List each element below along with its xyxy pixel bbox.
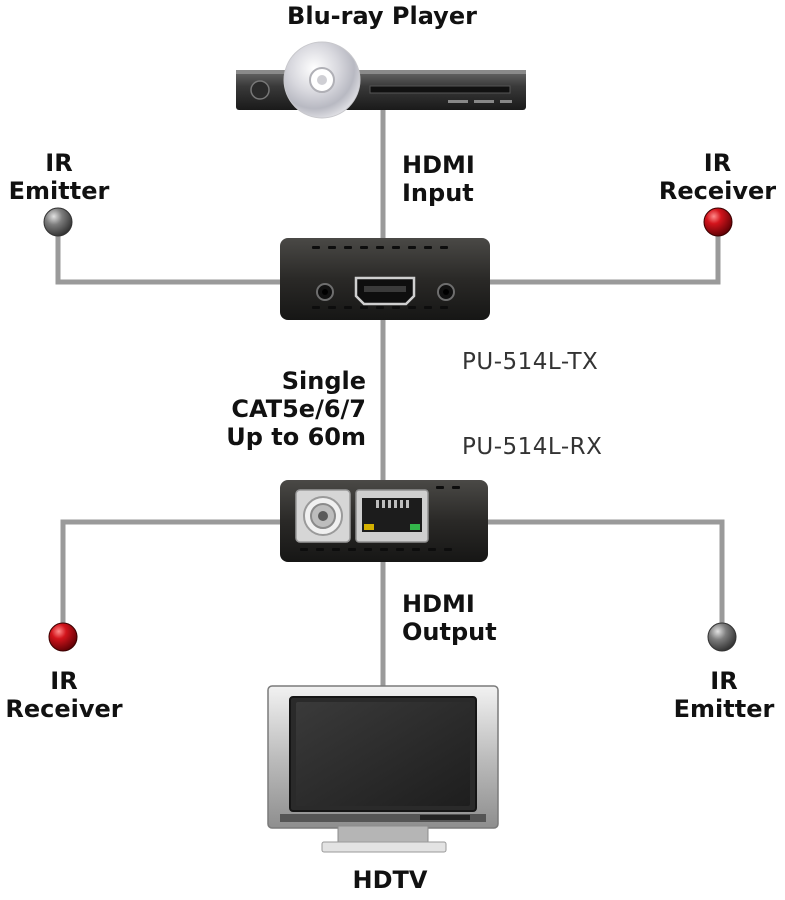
ir-receiver-top-cable	[488, 226, 721, 285]
transmitter-device-icon	[280, 238, 490, 320]
ir-emitter-top-icon	[43, 207, 73, 237]
hdmi-output-label-line1: HDMI	[402, 590, 475, 618]
hdmi-input-label: HDMI Input	[402, 151, 475, 207]
ir-emitter-bottom-label-line1: IR	[710, 667, 738, 695]
ir-receiver-bottom-icon	[48, 622, 78, 652]
ir-emitter-bottom-label-line2: Emitter	[673, 695, 775, 723]
ir-receiver-top-label: IR Receiver	[650, 149, 785, 205]
ir-receiver-bottom-label-line2: Receiver	[5, 695, 123, 723]
ir-emitter-top-label-line2: Emitter	[8, 177, 110, 205]
ir-receiver-top-icon	[703, 207, 733, 237]
hdmi-input-label-line2: Input	[402, 179, 474, 207]
ir-emitter-top-label-line1: IR	[45, 149, 73, 177]
ir-receiver-bottom-label: IR Receiver	[0, 667, 128, 723]
ir-receiver-bottom-cable	[60, 519, 280, 630]
hdtv-label: HDTV	[290, 866, 490, 894]
receiver-model-label: PU-514L-RX	[462, 434, 603, 460]
blu-ray-player-icon	[236, 41, 526, 119]
hdmi-output-label: HDMI Output	[402, 590, 497, 646]
receiver-device-icon	[280, 480, 488, 562]
cables	[55, 108, 725, 688]
cable-spec-line1: Single	[281, 367, 366, 395]
ir-receiver-top-label-line1: IR	[703, 149, 732, 177]
ir-emitter-bottom-icon	[707, 622, 737, 652]
cable-spec-line2: CAT5e/6/7	[231, 395, 366, 423]
hdtv-label-text: HDTV	[352, 866, 428, 894]
ir-receiver-top-label-line2: Receiver	[658, 177, 777, 205]
ir-receiver-bottom-label-line1: IR	[50, 667, 78, 695]
hdmi-input-label-line1: HDMI	[402, 151, 475, 179]
ir-emitter-bottom-label: IR Emitter	[665, 667, 783, 723]
hdmi-output-label-line2: Output	[402, 618, 497, 646]
cable-spec-line3: Up to 60m	[226, 423, 366, 451]
blu-ray-player-label-text: Blu-ray Player	[287, 2, 477, 30]
cable-spec-label: Single CAT5e/6/7 Up to 60m	[178, 367, 366, 451]
hdtv-icon	[267, 685, 499, 853]
ir-emitter-bottom-cable	[488, 519, 725, 630]
transmitter-model-label: PU-514L-TX	[462, 349, 599, 375]
ir-emitter-top-cable	[55, 226, 282, 285]
blu-ray-player-label: Blu-ray Player	[232, 2, 532, 30]
ir-emitter-top-label: IR Emitter	[0, 149, 118, 205]
